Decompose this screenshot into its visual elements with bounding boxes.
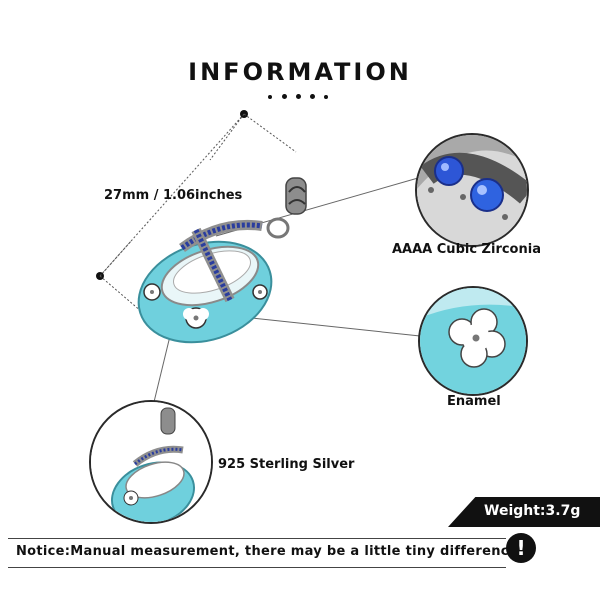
- flower-3: [252, 284, 268, 300]
- shoe-body: [137, 219, 273, 344]
- weight-text: Weight:3.7g: [484, 503, 581, 519]
- weight-banner: [448, 497, 600, 527]
- heart-bail: [285, 177, 307, 215]
- flower-1: [183, 307, 209, 329]
- enamel-closeup: [418, 286, 528, 396]
- silver-closeup: [89, 400, 213, 524]
- notice-text: Notice:Manual measurement, there may be …: [16, 544, 524, 559]
- enamel-flower: [448, 308, 506, 368]
- zircon-closeup: [415, 133, 529, 247]
- page-title: INFORMATION: [188, 58, 412, 86]
- dimension-label: 27mm / 1.06inches: [104, 188, 243, 203]
- enamel-label: Enamel: [447, 394, 501, 409]
- silver-label: 925 Sterling Silver: [218, 457, 355, 472]
- notice-box: [8, 538, 506, 568]
- exclamation-icon: !: [506, 533, 536, 563]
- zircon-label: AAAA Cubic Zirconia: [392, 242, 541, 257]
- flower-2: [143, 283, 161, 301]
